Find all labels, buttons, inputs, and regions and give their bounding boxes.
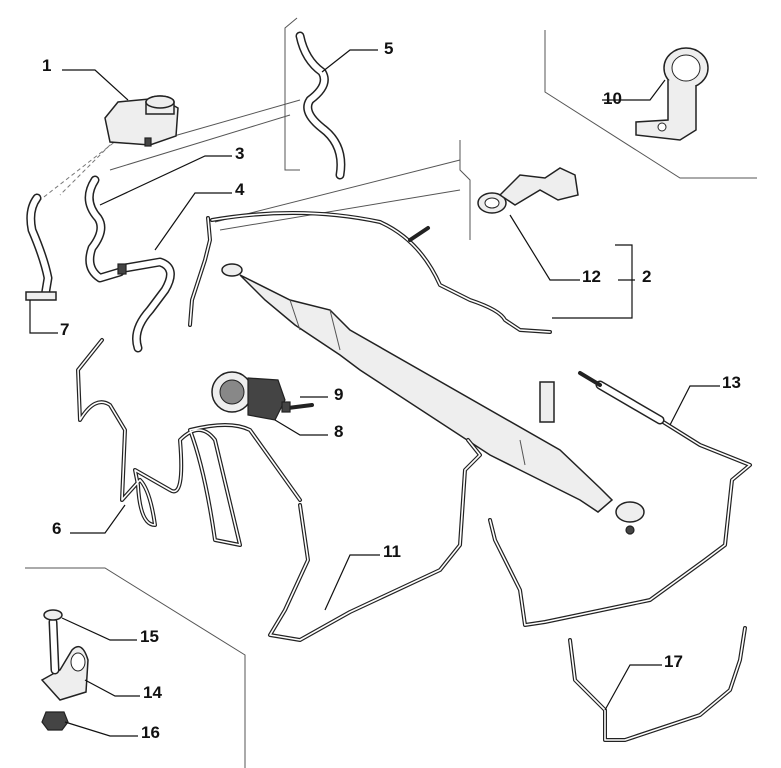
part-connector-12 [477, 167, 579, 214]
callout-5: 5 [384, 39, 393, 58]
callout-12: 12 [582, 267, 601, 286]
leader-lines [29, 49, 720, 737]
part-pipe-13 [488, 371, 752, 627]
part-nut-16 [41, 711, 69, 731]
part-bracket-10 [635, 47, 709, 141]
callout-9: 9 [334, 385, 343, 404]
callout-17: 17 [664, 652, 683, 671]
part-clamp-14 [40, 645, 89, 701]
part-pipe-17 [568, 626, 747, 742]
part-pipe-11 [268, 438, 482, 642]
part-hose-7 [25, 193, 57, 301]
callout-6: 6 [52, 519, 61, 538]
callout-14: 14 [143, 683, 162, 702]
part-hose-5 [295, 31, 346, 180]
callout-10: 10 [603, 89, 622, 108]
callout-7: 7 [60, 320, 69, 339]
part-reservoir [104, 95, 179, 147]
callout-13: 13 [722, 373, 741, 392]
part-screw-15 [43, 609, 63, 675]
callout-labels: 1 2 3 4 5 6 7 8 9 10 11 12 13 14 15 16 1… [42, 39, 741, 742]
part-pipe-6 [76, 338, 302, 547]
part-hose-4 [117, 257, 175, 353]
callout-3: 3 [235, 144, 244, 163]
part-pipe-2 [188, 211, 552, 334]
callout-1: 1 [42, 56, 51, 75]
callout-11: 11 [383, 542, 401, 561]
section-dividers [25, 17, 757, 768]
callout-16: 16 [141, 723, 160, 742]
callout-2: 2 [642, 267, 651, 286]
part-steering-rack [221, 263, 645, 535]
part-hose-3 [84, 175, 125, 283]
part-bolt-9 [281, 401, 314, 413]
part-pump-8 [211, 371, 286, 421]
callout-4: 4 [235, 180, 245, 199]
callout-8: 8 [334, 422, 343, 441]
callout-15: 15 [140, 627, 159, 646]
